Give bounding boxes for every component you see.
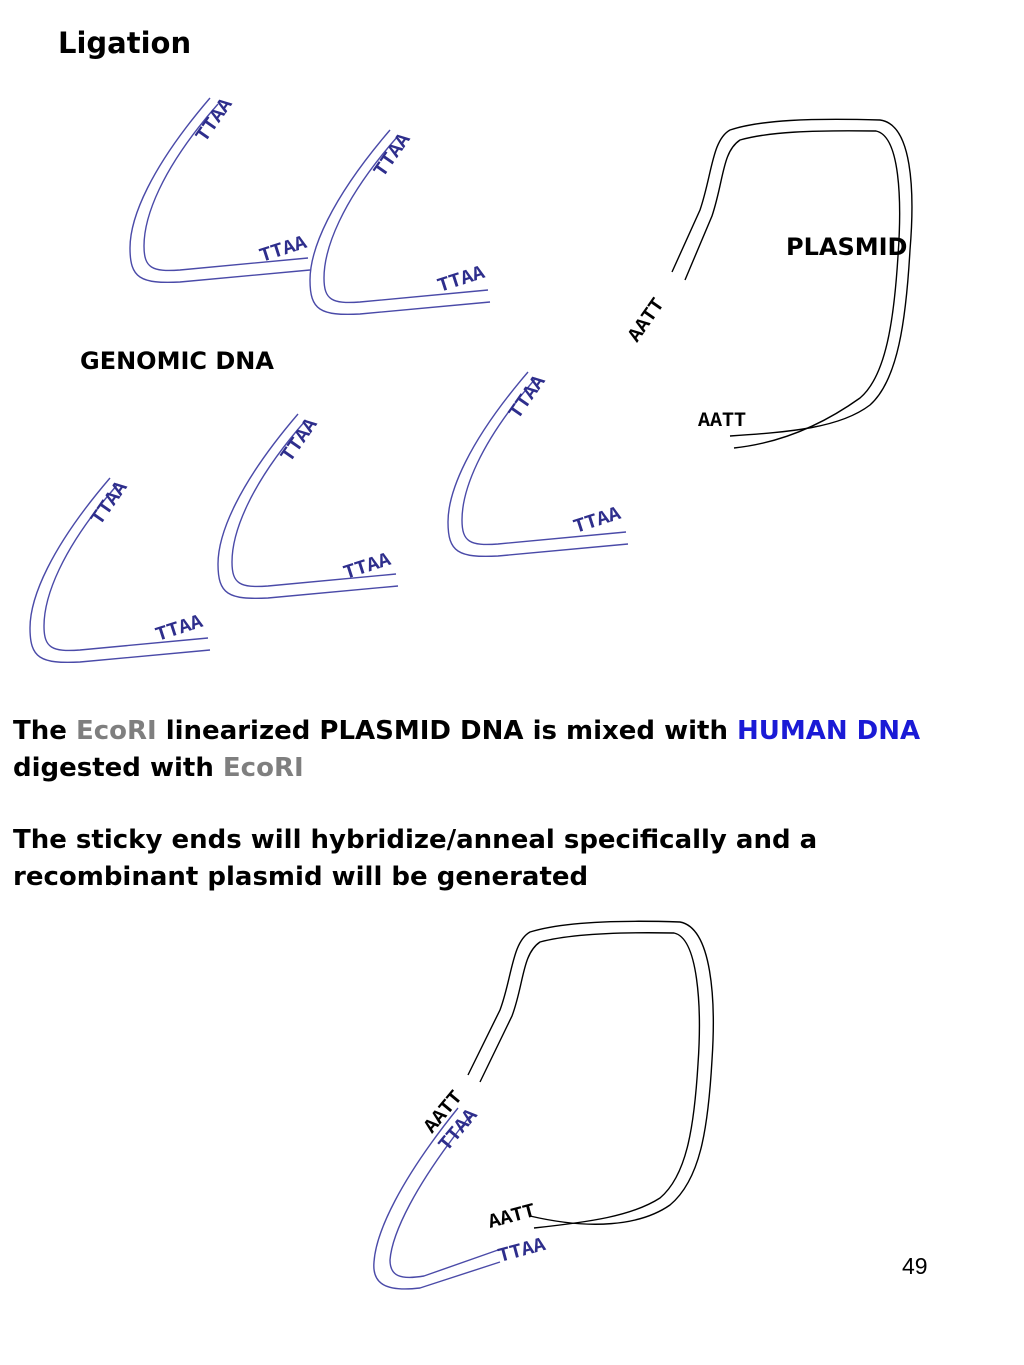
fragment-end-label: TTAA xyxy=(370,129,416,182)
plasmid-label: PLASMID xyxy=(786,233,907,261)
human-dna-highlight: HUMAN DNA xyxy=(737,716,921,746)
slide-title: Ligation xyxy=(58,26,192,60)
recombinant-end-label-bottom: AATT xyxy=(486,1200,538,1235)
fragment-end-label: TTAA xyxy=(341,549,394,586)
fragment-end-label: TTAA xyxy=(192,94,238,147)
plasmid-end-label-bottom: AATT xyxy=(698,410,746,433)
enzyme-name: EcoRI xyxy=(222,753,304,783)
page-number: 49 xyxy=(902,1253,928,1279)
p1-part1: The xyxy=(13,716,76,746)
genomic-dna-label: GENOMIC DNA xyxy=(80,347,274,375)
fragment-end-label: TTAA xyxy=(277,414,323,467)
genomic-fragment-5: TTAA TTAA xyxy=(447,371,629,558)
p1-part3: digested with xyxy=(13,753,223,783)
plasmid-end-label-top: AATT xyxy=(624,294,670,347)
fragment-end-label: TTAA xyxy=(87,477,133,530)
p1-part2: linearized PLASMID DNA is mixed with xyxy=(156,716,737,746)
fragment-end-label: TTAA xyxy=(496,1234,548,1269)
linearized-plasmid: AATT AATT xyxy=(624,118,913,449)
fragment-end-label: TTAA xyxy=(505,371,551,424)
genomic-fragment-2: TTAA TTAA xyxy=(309,129,491,316)
recombinant-plasmid: AATT TTAA AATT TTAA xyxy=(373,920,714,1290)
paragraph-mixing: The EcoRI linearized PLASMID DNA is mixe… xyxy=(13,713,973,787)
fragment-end-label: TTAA xyxy=(153,611,206,648)
fragment-end-label: TTAA xyxy=(257,232,310,269)
genomic-fragment-4: TTAA TTAA xyxy=(217,413,399,600)
paragraph-sticky-ends: The sticky ends will hybridize/anneal sp… xyxy=(13,825,818,892)
genomic-fragment-1: TTAA TTAA xyxy=(129,94,311,284)
enzyme-name: EcoRI xyxy=(75,716,157,746)
genomic-fragment-3: TTAA TTAA xyxy=(29,477,211,664)
